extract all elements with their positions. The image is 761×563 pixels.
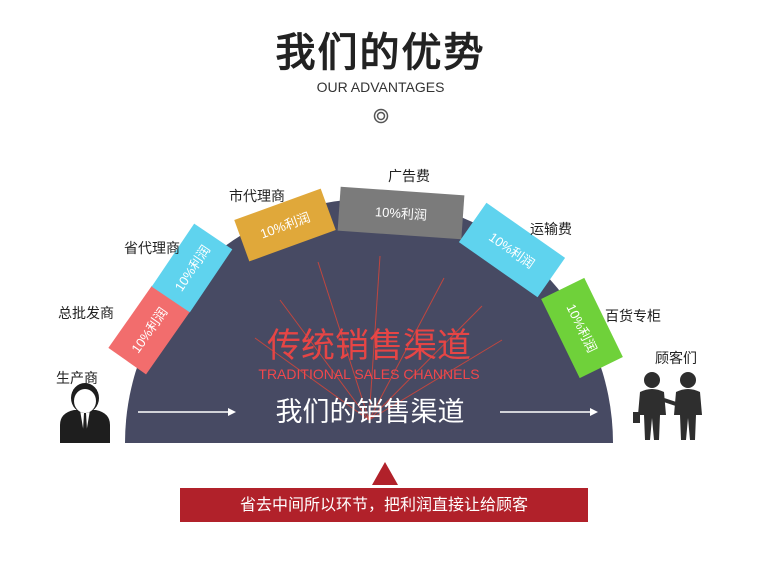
traditional-channel-subtitle: TRADITIONAL SALES CHANNELS xyxy=(258,366,479,382)
customers-label: 顾客们 xyxy=(655,350,697,367)
segment-5: 10%利润 xyxy=(458,202,566,298)
segment-2: 10%利润 xyxy=(151,223,233,313)
conclusion-banner: 省去中间所以环节，把利润直接让给顾客 xyxy=(180,488,588,522)
segment-3: 10%利润 xyxy=(234,188,336,262)
segment-6: 10%利润 xyxy=(541,277,623,379)
circle-icon xyxy=(373,108,389,124)
segment-4: 10%利润 xyxy=(337,186,465,240)
stage-label-4: 广告费 xyxy=(388,169,430,185)
stage-label-6: 百货专柜 xyxy=(605,308,661,325)
segment-1: 10%利润 xyxy=(108,285,190,375)
up-triangle-icon xyxy=(372,462,398,485)
our-channel-title: 我们的销售渠道 xyxy=(276,397,465,428)
traditional-channel-title: 传统销售渠道 xyxy=(267,326,471,366)
segment-4-profit: 10%利润 xyxy=(374,204,427,223)
customers-icon xyxy=(633,372,702,440)
page-title: 我们的优势 xyxy=(275,29,486,76)
stage-label-5: 运输费 xyxy=(530,222,572,238)
stage-label-1: 总批发商 xyxy=(58,306,114,322)
producer-label: 生产商 xyxy=(56,371,98,387)
flow-arrows xyxy=(138,408,598,416)
arch-spokes xyxy=(254,255,503,421)
stage-label-3: 市代理商 xyxy=(229,188,285,205)
stage-label-2: 省代理商 xyxy=(124,241,180,257)
page-subtitle: OUR ADVANTAGES xyxy=(316,79,445,95)
businessman-icon xyxy=(60,383,110,443)
